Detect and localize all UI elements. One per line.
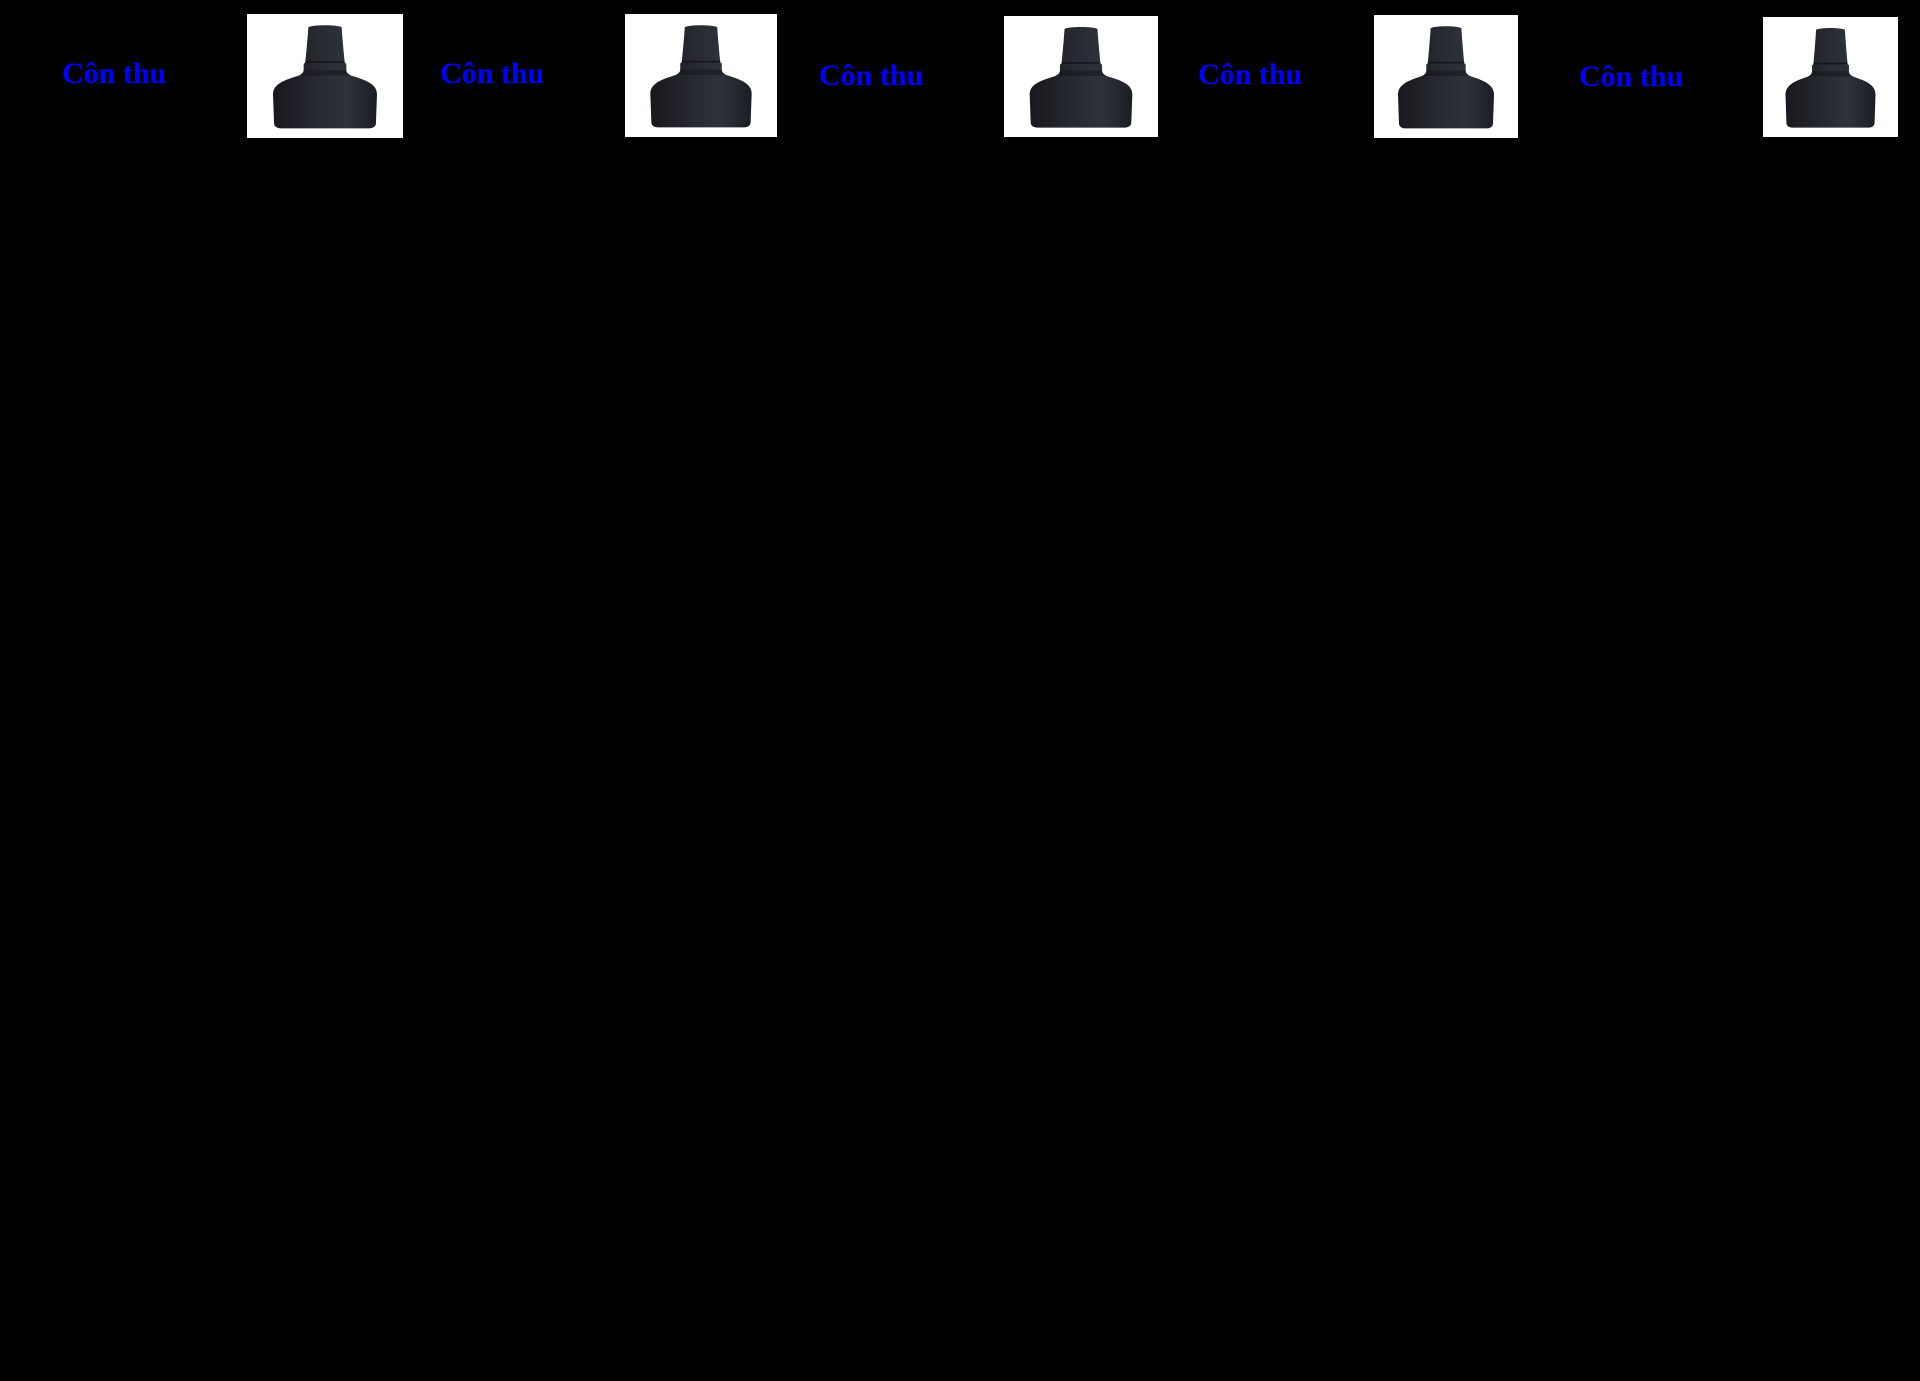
product-image[interactable] xyxy=(247,14,403,138)
hdpe-reducer-fitting-photo xyxy=(650,25,752,128)
product-image[interactable] xyxy=(1374,15,1518,138)
product-image[interactable] xyxy=(1763,17,1898,137)
hdpe-reducer-fitting-photo xyxy=(1029,27,1133,128)
product-image[interactable] xyxy=(625,14,777,137)
hdpe-reducer-fitting-photo xyxy=(1785,27,1876,128)
product-link-con-thu[interactable]: Côn thu xyxy=(819,59,924,92)
product-row: Côn thu Côn thu Côn thu xyxy=(0,0,1920,160)
product-link-con-thu[interactable]: Côn thu xyxy=(62,57,167,90)
product-link-con-thu[interactable]: Côn thu xyxy=(440,57,545,90)
hdpe-reducer-fitting-photo xyxy=(273,25,377,129)
product-image[interactable] xyxy=(1004,16,1158,137)
hdpe-reducer-fitting-photo xyxy=(1398,26,1494,129)
product-link-con-thu[interactable]: Côn thu xyxy=(1579,60,1684,93)
product-link-con-thu[interactable]: Côn thu xyxy=(1198,58,1303,91)
